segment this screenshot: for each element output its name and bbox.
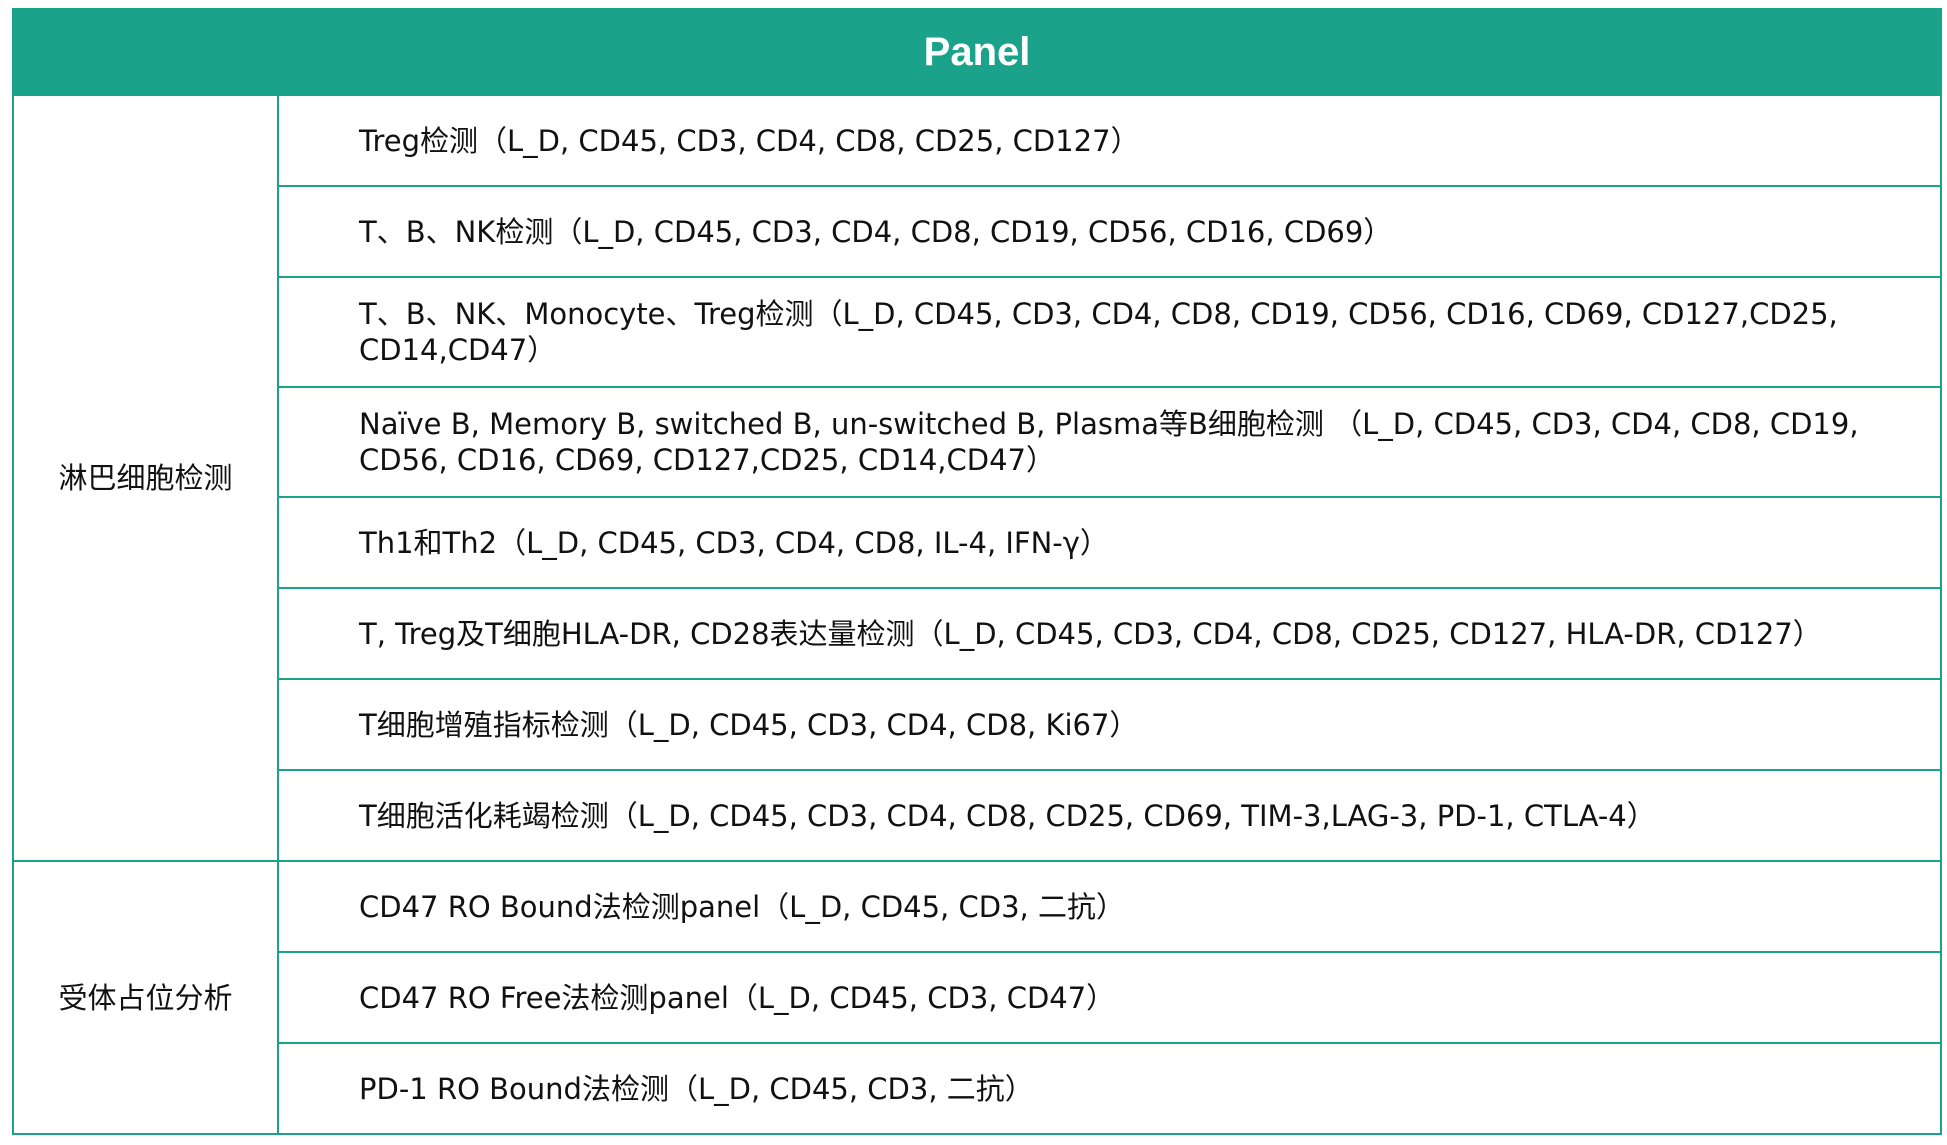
table-row: 受体占位分析 CD47 RO Bound法检测panel（L_D, CD45, … <box>12 860 1942 1135</box>
table-row: T, Treg及T细胞HLA-DR, CD28表达量检测（L_D, CD45, … <box>13 587 1942 680</box>
table-row: 淋巴细胞检测 Treg检测（L_D, CD45, CD3, CD4, CD8, … <box>12 94 1942 862</box>
group-label-lymphocyte: 淋巴细胞检测 <box>12 94 279 862</box>
table-row: CD47 RO Free法检测panel（L_D, CD45, CD3, CD4… <box>13 951 1942 1044</box>
panel-item: T细胞活化耗竭检测（L_D, CD45, CD3, CD4, CD8, CD25… <box>277 769 1942 862</box>
panel-table-container: Panel 淋巴细胞检测 Treg检测（L_D, CD45, CD3, CD4,… <box>12 8 1942 1135</box>
panel-item: T、B、NK检测（L_D, CD45, CD3, CD4, CD8, CD19,… <box>277 185 1942 278</box>
group-label-receptor-occupancy: 受体占位分析 <box>12 860 279 1135</box>
table-row: T、B、NK检测（L_D, CD45, CD3, CD4, CD8, CD19,… <box>13 185 1942 278</box>
table-header-row: Panel <box>12 8 1942 96</box>
panel-item: Naïve B, Memory B, switched B, un-switch… <box>277 386 1942 498</box>
panel-item: T, Treg及T细胞HLA-DR, CD28表达量检测（L_D, CD45, … <box>277 587 1942 680</box>
panel-item: T细胞增殖指标检测（L_D, CD45, CD3, CD4, CD8, Ki67… <box>277 678 1942 771</box>
panel-item: CD47 RO Free法检测panel（L_D, CD45, CD3, CD4… <box>277 951 1942 1044</box>
table-row: T、B、NK、Monocyte、Treg检测（L_D, CD45, CD3, C… <box>13 276 1942 388</box>
panel-item: PD-1 RO Bound法检测（L_D, CD45, CD3, 二抗） <box>277 1042 1942 1135</box>
table-row: Th1和Th2（L_D, CD45, CD3, CD4, CD8, IL-4, … <box>13 496 1942 589</box>
panel-table: Panel 淋巴细胞检测 Treg检测（L_D, CD45, CD3, CD4,… <box>12 8 1942 1135</box>
table-row: T细胞活化耗竭检测（L_D, CD45, CD3, CD4, CD8, CD25… <box>13 769 1942 862</box>
table-row: Naïve B, Memory B, switched B, un-switch… <box>13 386 1942 498</box>
table-row: T细胞增殖指标检测（L_D, CD45, CD3, CD4, CD8, Ki67… <box>13 678 1942 771</box>
panel-item: Treg检测（L_D, CD45, CD3, CD4, CD8, CD25, C… <box>277 94 1942 187</box>
table-row: PD-1 RO Bound法检测（L_D, CD45, CD3, 二抗） <box>13 1042 1942 1135</box>
panel-item: Th1和Th2（L_D, CD45, CD3, CD4, CD8, IL-4, … <box>277 496 1942 589</box>
panel-item: CD47 RO Bound法检测panel（L_D, CD45, CD3, 二抗… <box>277 860 1942 953</box>
panel-item: T、B、NK、Monocyte、Treg检测（L_D, CD45, CD3, C… <box>277 276 1942 388</box>
table-header-title: Panel <box>12 8 1942 96</box>
